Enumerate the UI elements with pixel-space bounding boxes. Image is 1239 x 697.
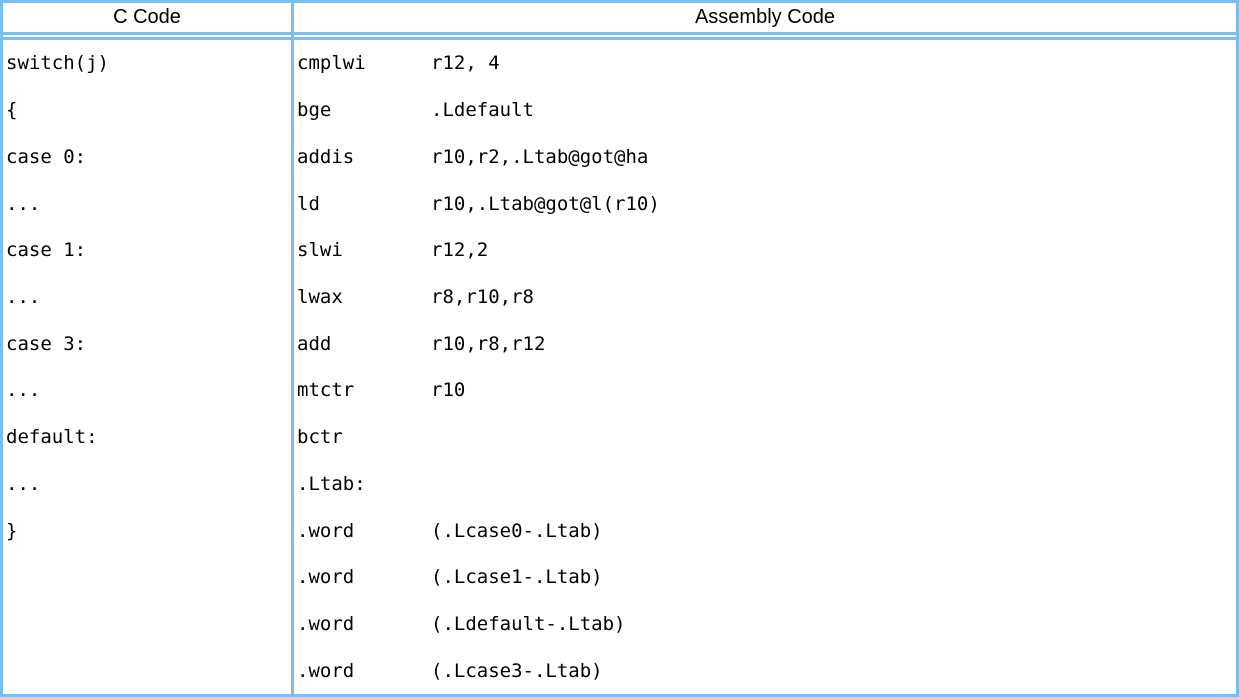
assembly-mnemonic: slwi [297, 239, 343, 262]
assembly-operands: (.Ldefault-.Ltab) [431, 612, 626, 635]
c-code-line: switch(j) [6, 52, 109, 75]
assembly-operands: r10,r8,r12 [431, 332, 546, 355]
assembly-operands: (.Lcase1-.Ltab) [431, 566, 603, 589]
assembly-mnemonic: cmplwi [297, 52, 366, 75]
assembly-line: bge .Ldefault [294, 87, 1236, 134]
assembly-operands: r12, 4 [431, 52, 500, 75]
assembly-line: .word (.Lcase1-.Ltab) [294, 554, 1236, 601]
c-code-line [3, 554, 291, 601]
c-code-line: ... [6, 379, 41, 402]
assembly-mnemonic: .word [297, 659, 355, 682]
c-code-line: } [6, 519, 18, 542]
assembly-code-cell: cmplwi r12, 4 bge .Ldefault addis r10,r2,.Lta… [294, 40, 1236, 694]
assembly-line: ld r10,.Ltab@got@l(r10) [294, 180, 1236, 227]
assembly-operands: (.Lcase3-.Ltab) [431, 659, 603, 682]
assembly-line: .Ltab: [294, 460, 1236, 507]
column-header-c-code: C Code [3, 3, 294, 32]
assembly-line: cmplwi r12, 4 [294, 40, 1236, 87]
assembly-mnemonic: mtctr [297, 379, 355, 402]
c-code-line [3, 601, 291, 648]
assembly-line: lwax r8,r10,r8 [294, 274, 1236, 321]
assembly-operands: r8,r10,r8 [431, 285, 534, 308]
assembly-line: add r10,r8,r12 [294, 320, 1236, 367]
assembly-mnemonic: add [297, 332, 332, 355]
header-double-rule [3, 35, 1236, 40]
assembly-line: mtctr r10 [294, 367, 1236, 414]
assembly-operands: r10,r2,.Ltab@got@ha [431, 145, 649, 168]
c-code-line [3, 647, 291, 694]
assembly-mnemonic: bctr [297, 426, 343, 449]
assembly-operands: (.Lcase0-.Ltab) [431, 519, 603, 542]
c-code-line: ... [6, 472, 41, 495]
assembly-operands: r12,2 [431, 239, 489, 262]
column-header-assembly-code: Assembly Code [694, 6, 836, 28]
assembly-line: .word (.Lcase0-.Ltab) [294, 507, 1236, 554]
table-body-row: switch(j) { case 0:... case 1:... case 3:...… [3, 40, 1236, 694]
c-code-line: ... [6, 192, 41, 215]
c-code-line: default: [6, 426, 98, 449]
c-code-line: case 0: [6, 145, 87, 168]
assembly-operands: r10,.Ltab@got@l(r10) [431, 192, 660, 215]
c-code-cell: switch(j) { case 0:... case 1:... case 3:...… [3, 40, 294, 694]
assembly-operands: .Ldefault [431, 99, 534, 122]
assembly-mnemonic: .word [297, 566, 355, 589]
assembly-mnemonic: .word [297, 612, 355, 635]
table-header-row: C Code Assembly Code [3, 3, 1236, 35]
assembly-operands: r10 [431, 379, 466, 402]
assembly-mnemonic: bge [297, 99, 332, 122]
c-code-line: case 3: [6, 332, 87, 355]
assembly-line: .word (.Lcase3-.Ltab) [294, 647, 1236, 694]
assembly-line: slwi r12,2 [294, 227, 1236, 274]
assembly-line: .word (.Ldefault-.Ltab) [294, 601, 1236, 648]
c-code-line: ... [6, 285, 41, 308]
assembly-mnemonic: addis [297, 145, 355, 168]
c-code-line: { [6, 99, 18, 122]
assembly-line: bctr [294, 414, 1236, 461]
assembly-mnemonic: ld [297, 192, 320, 215]
assembly-line: addis r10,r2,.Ltab@got@ha [294, 133, 1236, 180]
c-code-line: case 1: [6, 239, 87, 262]
assembly-mnemonic: .word [297, 519, 355, 542]
assembly-mnemonic: .Ltab: [297, 472, 366, 495]
assembly-mnemonic: lwax [297, 285, 343, 308]
